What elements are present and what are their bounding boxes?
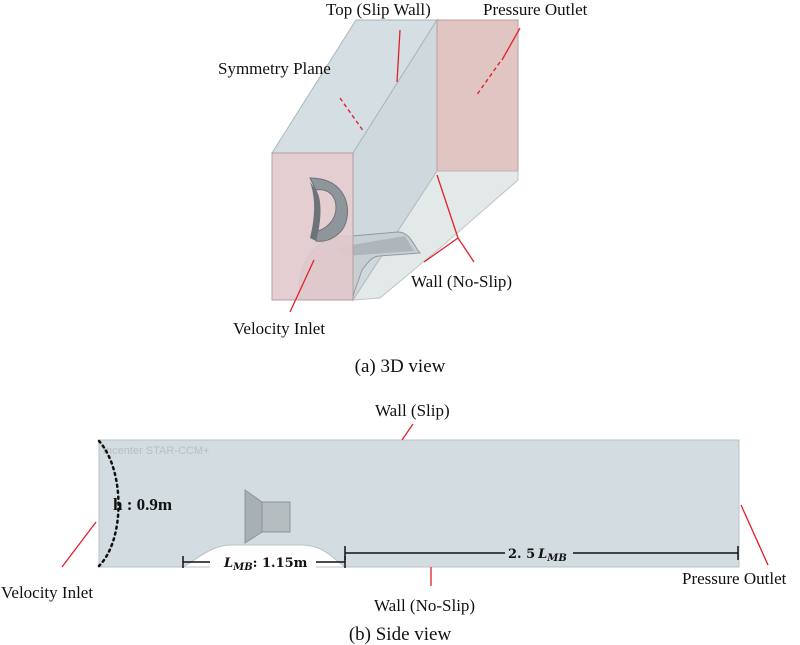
model-inner [310, 182, 321, 241]
label-wall-slip: Wall (Slip) [375, 401, 450, 420]
lmb-label: LMB: 1.15m [223, 556, 308, 573]
top-leader [396, 29, 401, 83]
bump-shade [334, 236, 414, 256]
label-pressure-outlet-side: Pressure Outlet [682, 569, 787, 588]
label-wall-no-slip-side: Wall (No-Slip) [374, 596, 475, 615]
label-pressure-outlet-3d: Pressure Outlet [483, 0, 588, 19]
inlet-leader-side [61, 521, 97, 568]
wall-leader-2 [423, 237, 459, 263]
label-wall-no-slip-3d: Wall (No-Slip) [411, 272, 512, 291]
caption-3d: (a) 3D view [355, 356, 446, 377]
label-velocity-inlet-side: Velocity Inlet [1, 583, 93, 602]
watermark: mcenter STAR-CCM+ [103, 445, 209, 457]
inlet-arc [97, 439, 120, 568]
lmb-label-bg [210, 553, 316, 571]
view-3d: Top (Slip Wall) Pressure Outlet Symmetry… [218, 0, 588, 377]
down-symbol: L [537, 547, 547, 562]
down-label-bg [505, 544, 573, 562]
wall-leader-3 [457, 237, 475, 263]
label-velocity-inlet-3d: Velocity Inlet [233, 319, 325, 338]
lmb-subscript: MB [232, 562, 253, 573]
wall-slip-leader [401, 423, 414, 441]
down-prefix: 2. 5 [508, 547, 535, 562]
view-side: mcenter STAR-CCM+ h : 0.9m LMB: 1.15m 2.… [1, 401, 787, 645]
side-model-body [261, 501, 291, 533]
lmb-value: : 1.15m [253, 556, 308, 571]
caption-side: (b) Side view [349, 624, 452, 645]
height-label: h : 0.9m [113, 495, 172, 514]
label-top-slip-wall: Top (Slip Wall) [326, 0, 431, 19]
label-symmetry-plane: Symmetry Plane [218, 59, 331, 78]
down-subscript: MB [546, 553, 567, 564]
outlet-leader [501, 27, 521, 61]
side-domain [98, 439, 740, 568]
inlet-leader-3d [289, 259, 315, 313]
outlet-leader-side [740, 504, 769, 566]
pressure-outlet-face [436, 19, 519, 172]
lmb-symbol: L [223, 556, 233, 571]
wall-leader-1 [436, 174, 459, 239]
